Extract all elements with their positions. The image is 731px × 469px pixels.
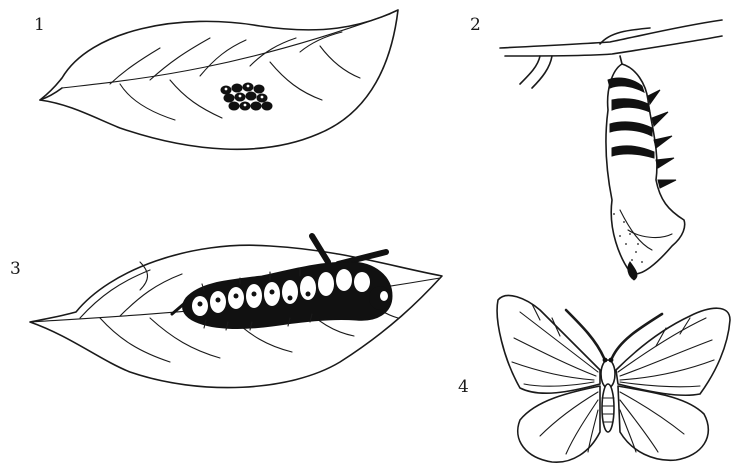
leaf-with-eggs-icon [40, 10, 398, 149]
caterpillar-on-leaf-icon [30, 236, 442, 388]
chrysalis-on-twig-icon [500, 20, 722, 280]
stage-2-label: 2 [470, 15, 481, 35]
stage-3-caterpillar: 3 [10, 236, 442, 388]
stage-3-label: 3 [10, 259, 21, 279]
butterfly-icon [497, 295, 730, 462]
stage-1-label: 1 [34, 15, 45, 35]
stage-2-chrysalis: 2 [470, 15, 722, 280]
egg-cluster-icon [221, 83, 272, 110]
stage-4-label: 4 [458, 377, 469, 397]
caterpillar-icon [172, 236, 392, 330]
stage-4-butterfly: 4 [458, 295, 730, 462]
stage-1-eggs: 1 [34, 10, 398, 149]
